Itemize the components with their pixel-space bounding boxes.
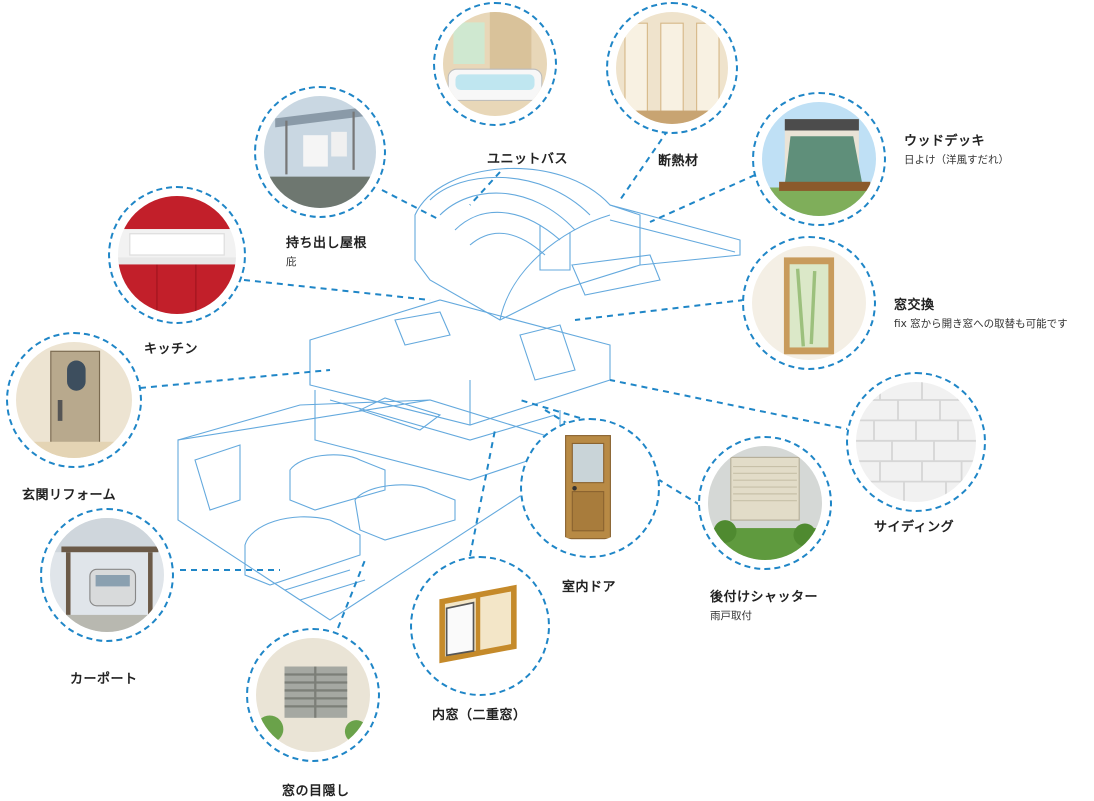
callout-label: ウッドデッキ [904, 134, 986, 149]
leader-line [519, 399, 581, 419]
callout-carport[interactable]: カーポート [40, 508, 180, 688]
callout-wood-deck[interactable]: ウッドデッキ 日よけ（洋風すだれ） [752, 92, 1052, 232]
leader-line [619, 129, 669, 201]
callout-insulation[interactable]: 断熱材 [606, 2, 746, 172]
callout-label: 窓の目隠し [282, 784, 350, 799]
callout-label: 後付けシャッター [710, 590, 819, 605]
leader-line [574, 299, 745, 321]
double-window-icon [422, 568, 534, 680]
callout-label: 持ち出し屋根 [286, 236, 368, 251]
door-icon [532, 430, 644, 542]
callout-label: 断熱材 [658, 154, 699, 169]
leader-line [337, 559, 366, 629]
leader-line [649, 174, 756, 223]
callout-sublabel: fix 窓から開き窓への取替も可能です [894, 318, 1068, 330]
siding-icon [856, 382, 976, 502]
callout-label: 窓交換 [894, 298, 935, 313]
callout-kitchen[interactable]: キッチン [108, 186, 258, 357]
leader-line [469, 171, 501, 206]
callout-label: カーポート [70, 672, 138, 687]
callout-roof[interactable]: 持ち出し屋根 庇 [254, 86, 404, 276]
callout-sublabel: 日よけ（洋風すだれ） [904, 154, 1009, 166]
callout-siding[interactable]: サイディング [846, 372, 996, 542]
canopy-roof-icon [264, 96, 376, 208]
callout-label: キッチン [144, 342, 199, 357]
callout-shutter[interactable]: 後付けシャッター 雨戸取付 [698, 436, 848, 626]
carport-icon [50, 518, 164, 632]
callout-unit-bath[interactable]: ユニットバス [433, 2, 568, 172]
callout-label: ユニットバス [487, 152, 569, 167]
wood-deck-icon [762, 102, 876, 216]
callout-sublabel: 雨戸取付 [710, 610, 752, 622]
callout-interior-door[interactable]: 室内ドア [520, 418, 660, 598]
louver-icon [256, 638, 370, 752]
callout-label: 内窓（二重窓） [432, 708, 527, 723]
callout-label: 室内ドア [562, 580, 617, 595]
shutter-icon [708, 446, 822, 560]
callout-entrance[interactable]: 玄関リフォーム [6, 332, 156, 503]
leader-line [139, 369, 331, 389]
callout-window-replace[interactable]: 窓交換 fix 窓から開き窓への取替も可能です [742, 236, 1094, 376]
window-icon [752, 246, 866, 360]
insulation-icon [616, 12, 728, 124]
leader-line [469, 429, 496, 557]
callout-label: サイディング [874, 520, 955, 535]
house-sketch [177, 167, 741, 621]
leader-line [243, 279, 431, 301]
callout-inner-window[interactable]: 内窓（二重窓） [410, 556, 550, 726]
kitchen-icon [118, 196, 236, 314]
bathtub-icon [443, 12, 547, 116]
leader-line [609, 379, 853, 431]
front-door-icon [16, 342, 132, 458]
callout-label: 玄関リフォーム [22, 488, 117, 503]
callout-sublabel: 庇 [286, 256, 297, 268]
callout-window-screen[interactable]: 窓の目隠し [246, 628, 386, 799]
